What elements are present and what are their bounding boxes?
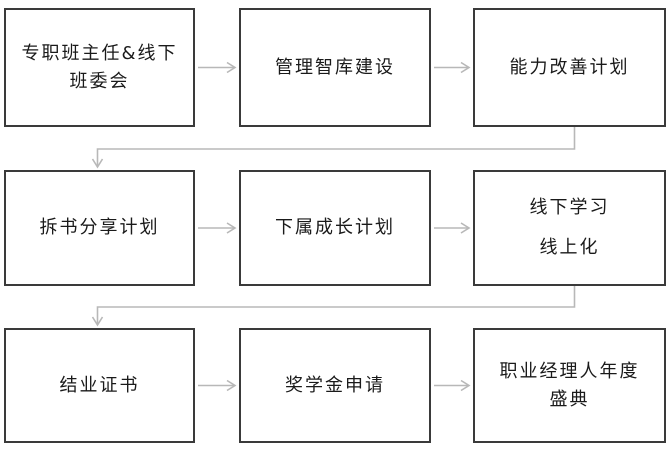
step-label-line: 管理智库建设 [275,56,395,78]
step-box-graduation-certificate: 结业证书 [4,328,195,443]
step-label-line: 职业经理人年度 [499,360,640,382]
arrow-head [460,379,471,392]
step-label-line: 奖学金申请 [285,374,385,396]
arrow-head [91,316,104,327]
step-label-line: 下属成长计划 [275,217,395,238]
step-label-line: 专职班主任&线下 [21,42,178,64]
step-box-management-think-tank: 管理智库建设 [239,8,431,127]
step-box-scholarship-application: 奖学金申请 [239,328,431,443]
step-label-line: 线下学习 [529,197,610,218]
step-box-ability-improvement-plan: 能力改善计划 [473,8,666,127]
step-box-book-sharing-plan: 拆书分享计划 [4,170,195,286]
connector-elbow [96,127,576,167]
step-label-line: 线上化 [539,237,600,258]
arrow-head [226,61,237,74]
step-label-line: 盛典 [549,388,590,410]
step-label-line: 结业证书 [59,374,140,396]
step-box-subordinate-growth-plan: 下属成长计划 [239,170,431,286]
step-box-annual-manager-gala: 职业经理人年度 盛典 [473,328,666,443]
step-box-offline-learning-online: 线下学习 线上化 [473,170,666,286]
step-label-line: 班委会 [69,70,130,92]
arrow-head [460,222,471,234]
step-label-line: 拆书分享计划 [39,217,160,238]
step-label-line: 能力改善计划 [509,56,630,78]
arrow-head [91,158,104,169]
arrow-head [226,379,237,392]
connector-elbow [96,286,576,325]
arrow-head [460,61,471,74]
arrow-head [226,222,237,234]
step-box-head-teacher-class-committee: 专职班主任&线下 班委会 [4,8,195,127]
